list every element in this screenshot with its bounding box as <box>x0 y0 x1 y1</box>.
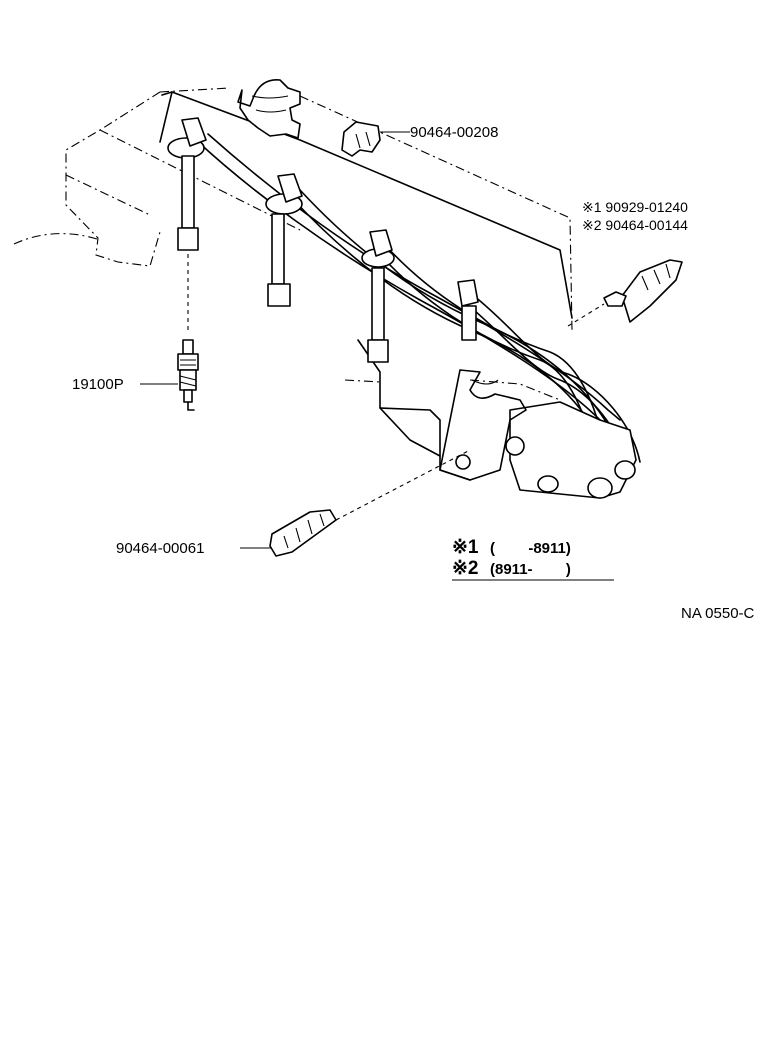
legend-note2-mark: ※2 <box>452 558 479 579</box>
wire-clip-right <box>567 259 683 327</box>
spark-plug <box>140 254 199 411</box>
wire-clip-top <box>341 121 410 157</box>
label-spark-plug: 19100P <box>72 376 124 393</box>
legend-note2-range: (8911- ) <box>490 561 571 578</box>
engine-block <box>13 87 573 481</box>
label-ref1: ※1 90929-01240 <box>582 199 688 215</box>
mounting-bracket <box>439 369 527 481</box>
production-legend: ※1 ( -8911) ※2 (8911- ) <box>452 537 614 581</box>
label-clip-top: 90464-00208 <box>410 124 498 141</box>
legend-note1-mark: ※1 <box>452 537 479 558</box>
distributor <box>455 401 637 499</box>
oil-filler-cap <box>237 79 301 139</box>
figure-code: NA 0550-C <box>681 605 755 622</box>
wire-clip-bottom <box>240 449 471 557</box>
label-ref2: ※2 90464-00144 <box>582 217 688 233</box>
legend-note1-range: ( -8911) <box>490 540 571 557</box>
label-clip-bottom: 90464-00061 <box>116 540 204 557</box>
